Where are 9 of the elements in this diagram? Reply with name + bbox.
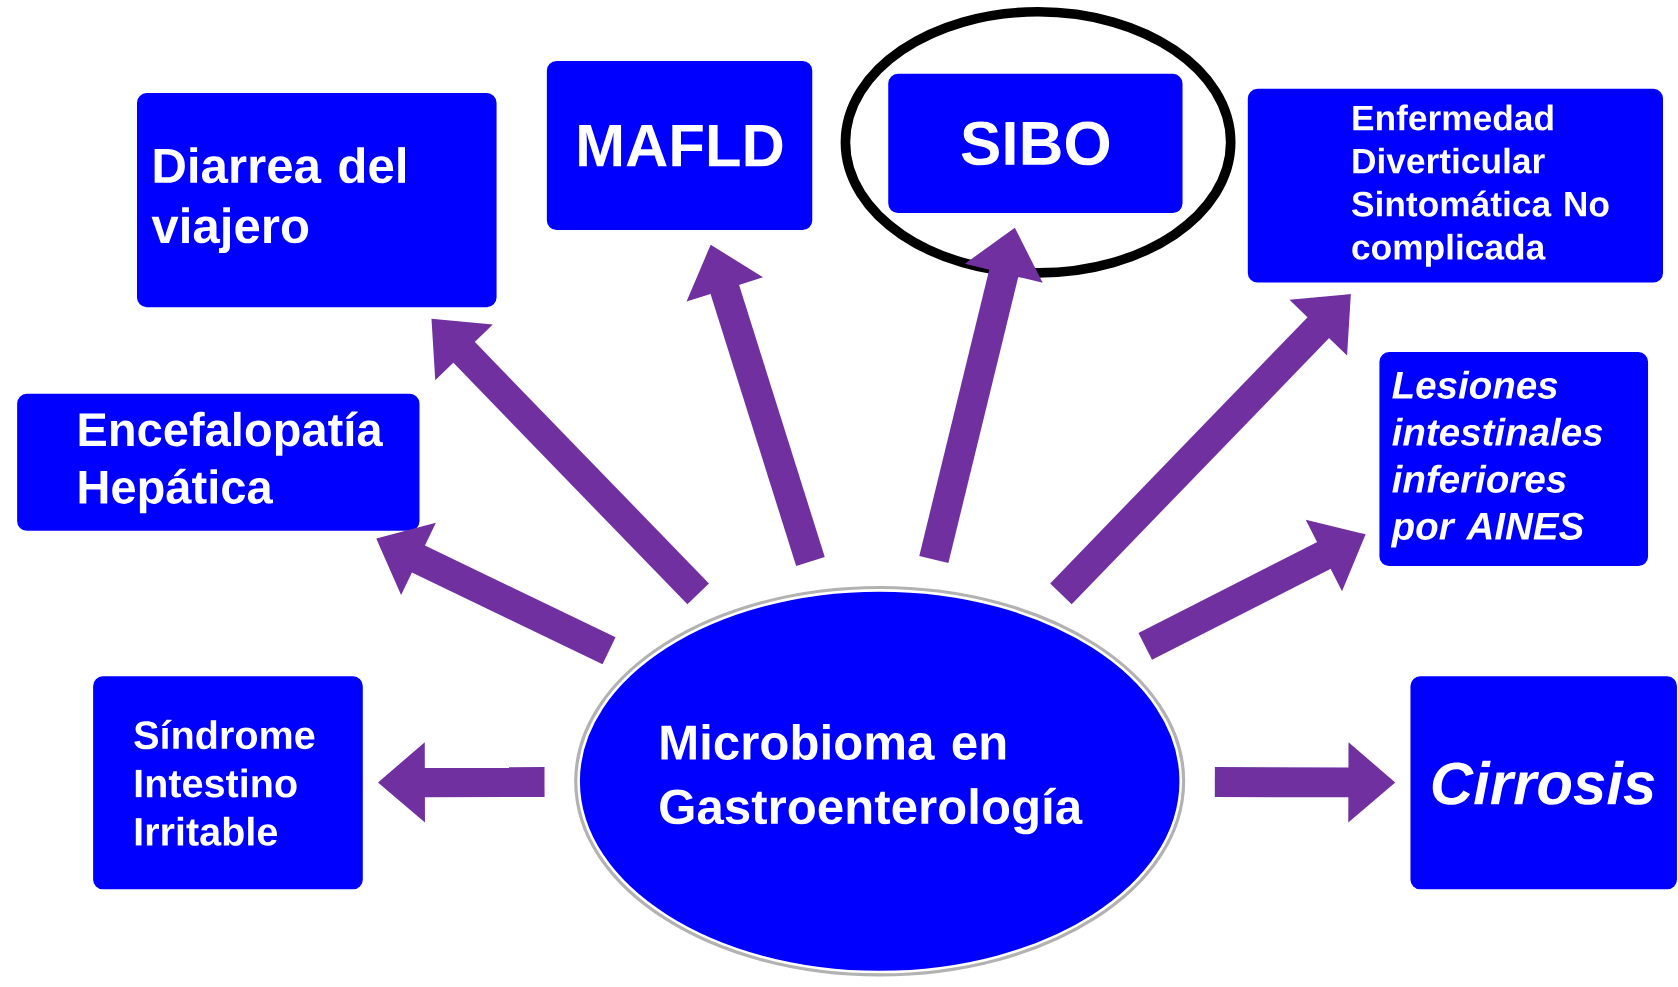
process-box: Lesiones intestinales inferiores por AINES — [1377, 350, 1651, 569]
process-box: MAFLD — [544, 59, 815, 233]
process-box: Enfermedad Diverticular Sintomática No complicada — [1245, 86, 1666, 285]
process-box: SIBO — [886, 71, 1185, 216]
block-arrow — [1050, 294, 1351, 605]
process-box: Cirrosis — [1408, 674, 1678, 892]
process-box: Síndrome Intestino Irritable — [91, 674, 365, 892]
process-box: Encefalopatía Hepática — [15, 391, 422, 534]
process-box: Diarrea del viajero — [134, 91, 499, 310]
